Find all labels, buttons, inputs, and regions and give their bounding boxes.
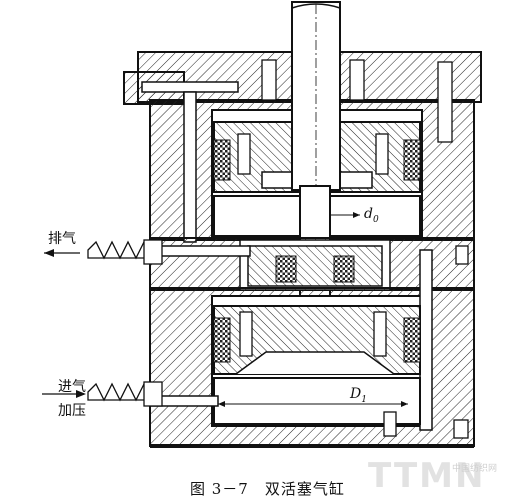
middle-partition (149, 237, 475, 291)
D1-symbol: D (350, 386, 362, 402)
d0-subscript: 0 (372, 214, 379, 225)
intake-fitting (87, 381, 163, 407)
pressurize-label: 加压 (58, 403, 86, 419)
exhaust-fitting (87, 239, 163, 265)
base-plate (150, 444, 474, 448)
figure-caption: 图 3－7 双活塞气缸 (190, 480, 345, 498)
watermark-logo: TTMN (368, 456, 486, 496)
watermark-subtext: 中国纺织网 (452, 464, 498, 474)
d0-symbol: d (364, 206, 373, 222)
intake-label: 进气 (58, 379, 86, 395)
exhaust-arrowhead (44, 249, 54, 257)
D1-subscript: 1 (361, 394, 367, 405)
d0-label: d0 (364, 206, 379, 225)
exhaust-label: 排气 (48, 231, 76, 247)
bolts (237, 59, 469, 439)
D1-label: D1 (350, 386, 367, 405)
intake-arrowhead (76, 390, 86, 398)
